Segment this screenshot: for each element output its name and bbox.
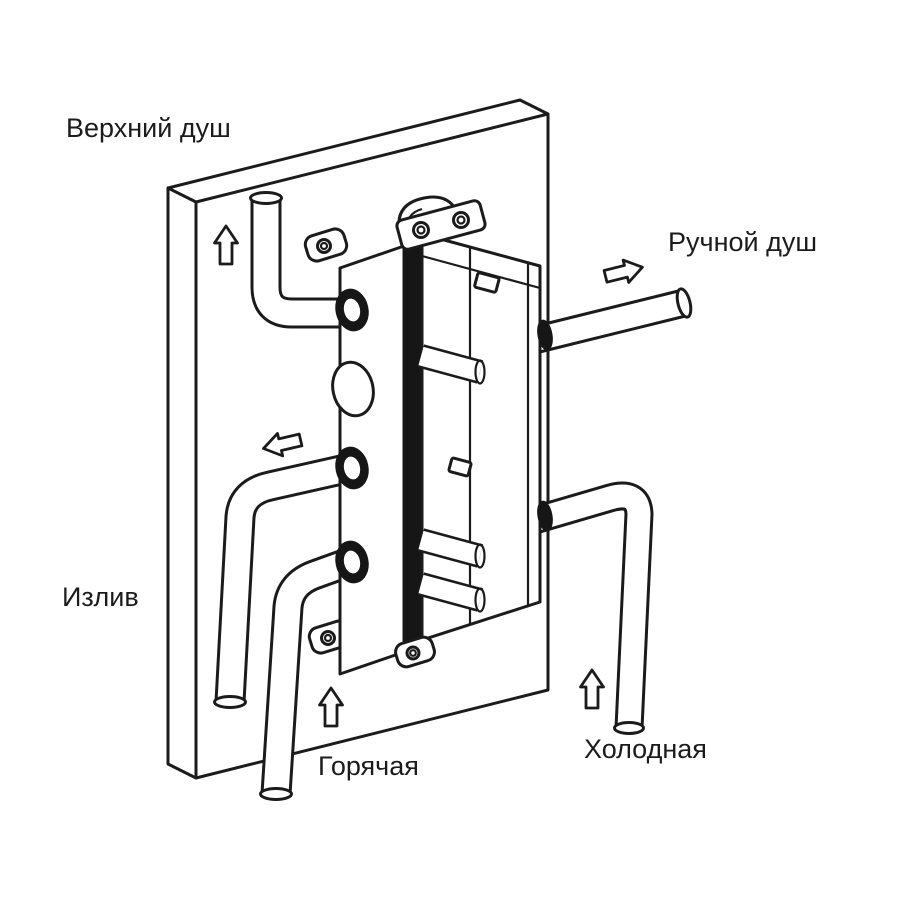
bolt-circle: [405, 645, 421, 661]
cold-water-label: Холодная: [584, 734, 707, 764]
wall-panel-corner-edge: [166, 186, 198, 204]
pipe-open-end: [675, 287, 693, 319]
bolt-circle: [316, 238, 332, 254]
cold-port-collar: [537, 500, 553, 532]
bottom-mounting-bracket: [394, 635, 436, 669]
pipe-open-end: [613, 721, 645, 735]
top-shower-port: [335, 288, 369, 332]
bolt-circle: [412, 221, 430, 239]
waterway-tube-upper: [417, 344, 486, 385]
blank-plug-oval: [331, 360, 375, 418]
hand-shower-label: Ручной душ: [668, 227, 818, 257]
pipe-body: [524, 484, 651, 729]
pipe-body: [217, 455, 353, 703]
waterway-tube-lower-2: [417, 572, 486, 613]
pipe-open-end: [249, 191, 283, 205]
bolt-center: [416, 225, 426, 235]
top-shower-pipe: [249, 191, 350, 329]
spout-label: Излив: [62, 582, 139, 612]
top-shower-label: Верхний душ: [66, 113, 231, 143]
cold-water-pipe: [523, 481, 654, 735]
pipe-body: [263, 550, 355, 795]
valve-body: [303, 195, 553, 676]
bolt-center: [409, 649, 417, 657]
pipe-open-end: [259, 787, 293, 801]
tube-end: [474, 543, 486, 569]
tube-end: [474, 359, 486, 385]
spout-port: [335, 446, 369, 490]
cold-inlet-flow-arrow: [579, 668, 605, 710]
pipe-open-end: [213, 695, 247, 709]
bolt-center: [323, 633, 333, 643]
gasket-stripe: [403, 233, 423, 653]
hot-water-port: [335, 540, 369, 584]
spout-pipe: [213, 452, 354, 709]
box-clip-top: [473, 271, 501, 294]
hot-water-pipe: [259, 547, 356, 801]
hot-water-label: Горячая: [318, 751, 419, 781]
bolt-center: [319, 241, 329, 251]
top-mounting-bracket: [395, 195, 487, 251]
pipe-body: [253, 198, 350, 326]
bolt-center: [456, 215, 466, 225]
wall-panel-front-edge-top: [194, 112, 550, 204]
bolt-circle: [452, 211, 470, 229]
bolt-circle: [320, 630, 336, 646]
box-clip-middle: [447, 456, 473, 478]
hand-shower-flow-arrow: [601, 254, 647, 289]
mounting-ear-top-left: [303, 227, 349, 263]
hand-shower-port-collar: [537, 319, 553, 351]
waterway-tube-lower-1: [417, 528, 486, 569]
tube-end: [474, 587, 486, 613]
